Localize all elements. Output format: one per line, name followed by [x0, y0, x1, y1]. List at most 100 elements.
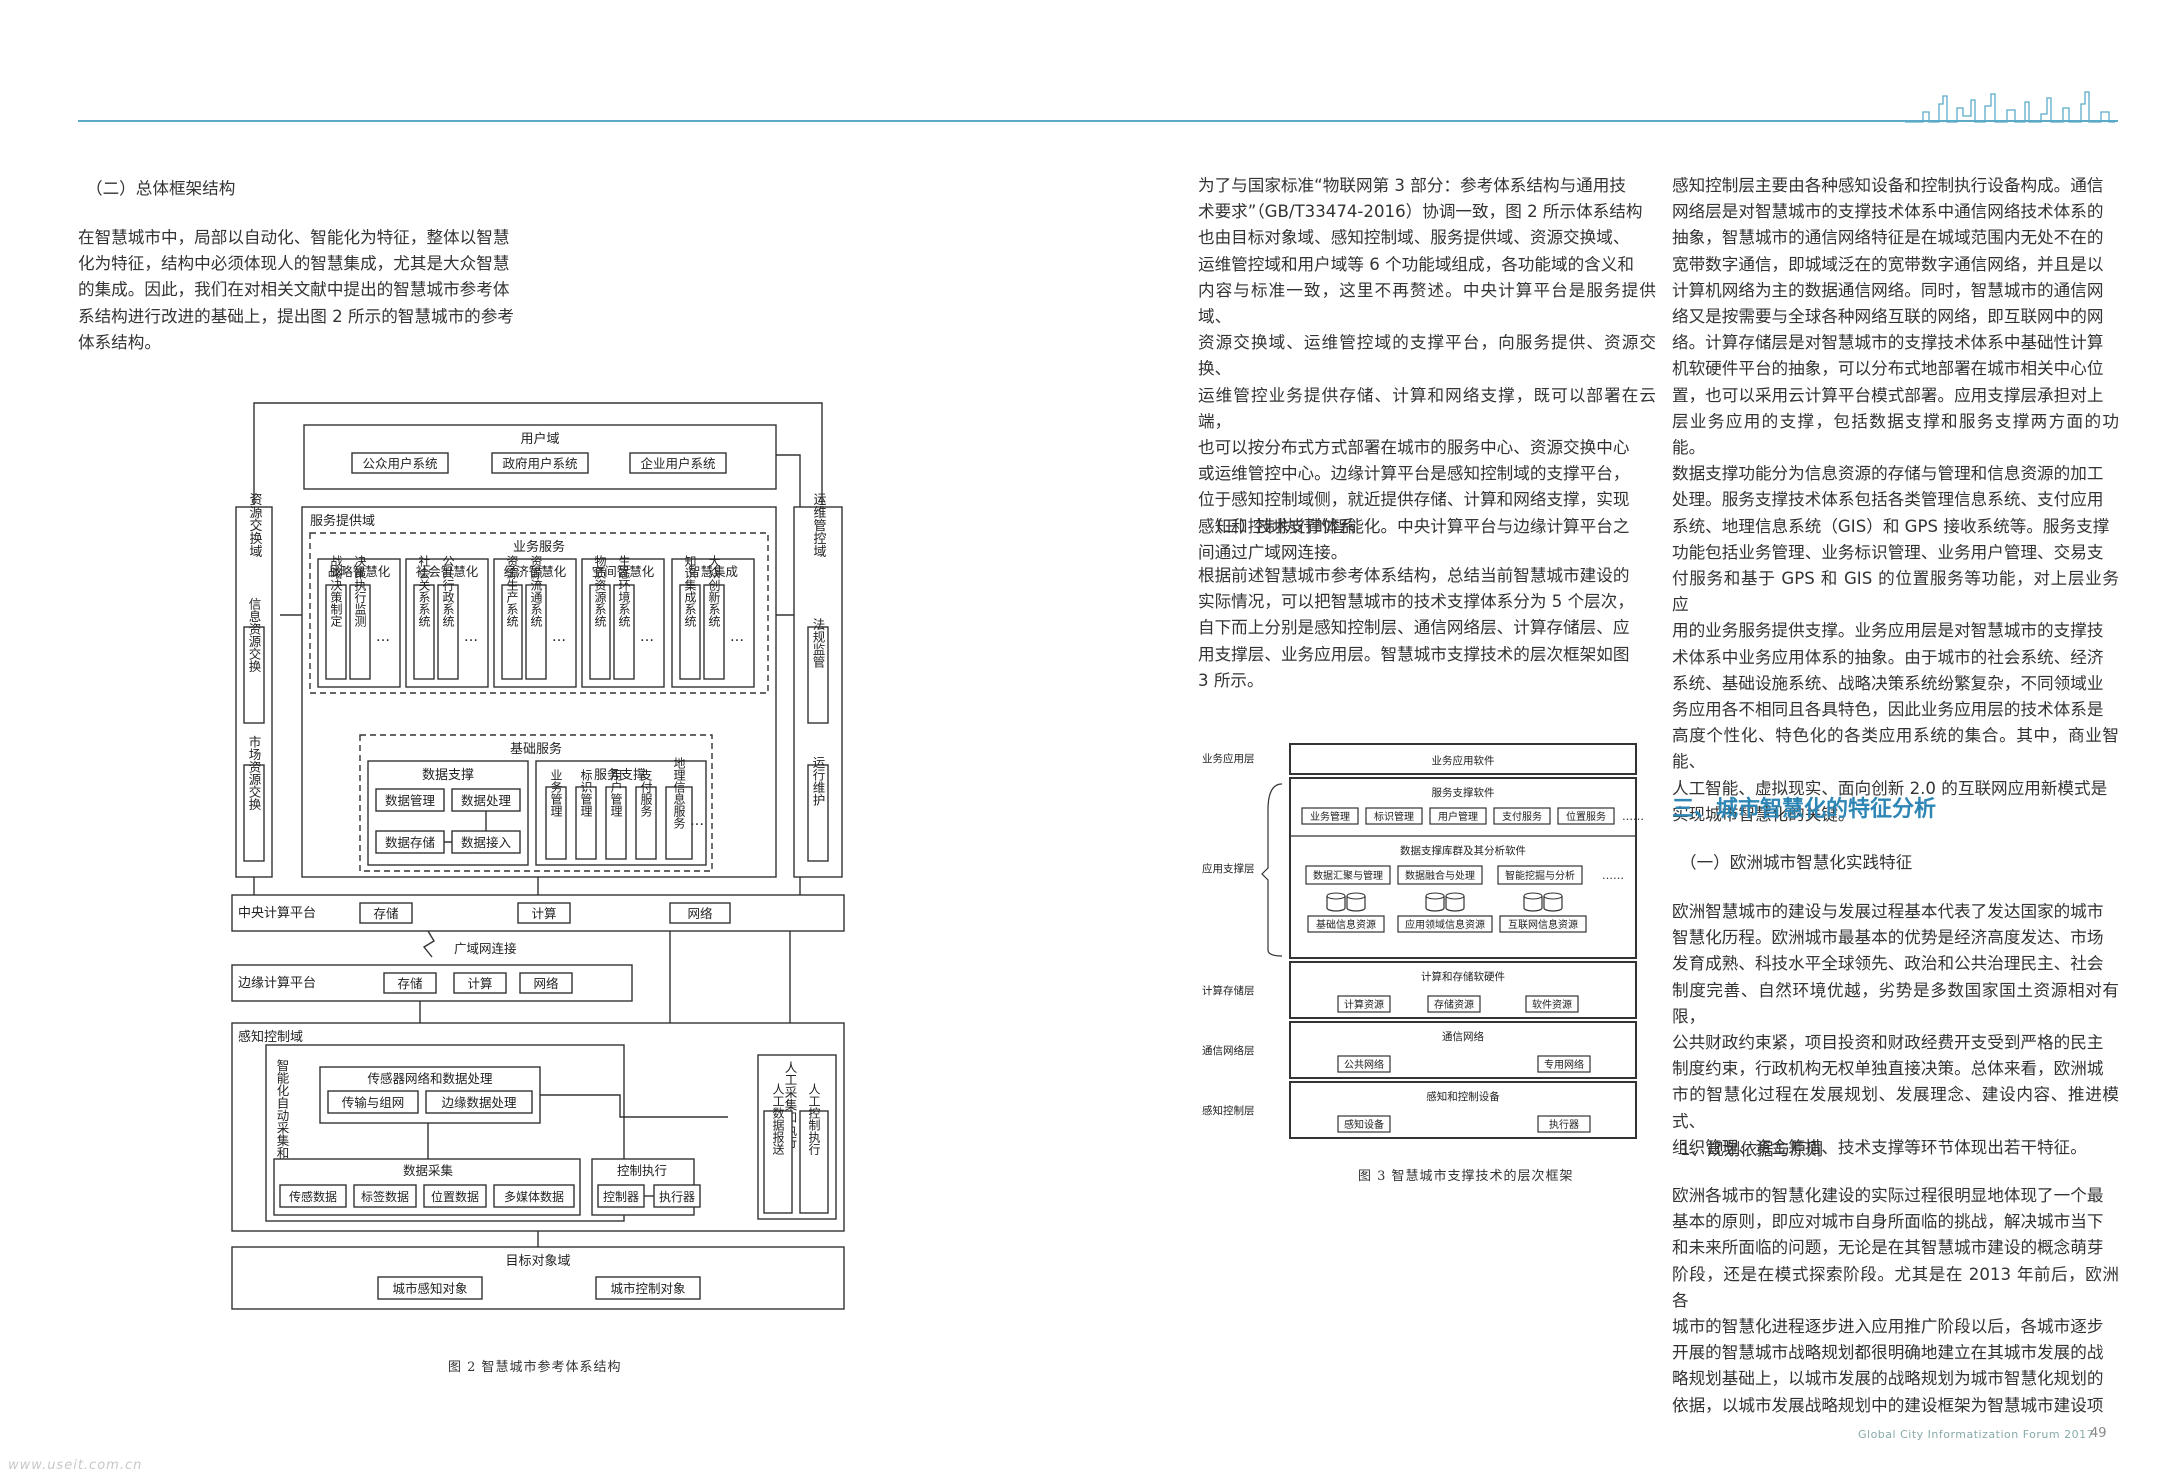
- service-domain-label: 服务提供域: [310, 513, 375, 529]
- biz-item: 大众创新系统: [707, 555, 721, 627]
- f3-resource-item: 应用领域信息资源: [1405, 918, 1485, 931]
- f3-data-item: 智能挖掘与分析: [1505, 869, 1575, 882]
- f3-data-item: 数据融合与处理: [1405, 869, 1475, 882]
- f3-service-item: 支付服务: [1502, 810, 1542, 823]
- layer-label-1: 业务应用层: [1202, 752, 1255, 765]
- f3-resource-item: 基础信息资源: [1316, 918, 1376, 931]
- collect-item: 位置数据: [431, 1189, 479, 1204]
- biz-group-title: 经济智慧化: [504, 564, 567, 579]
- f3-compute-item-box: [1337, 995, 1391, 1013]
- f3-compute-item-box: [1427, 995, 1481, 1013]
- data-item-1: 数据管理: [385, 793, 436, 808]
- f3-data-item-box: [1397, 865, 1483, 885]
- intro-paragraph: 在智慧城市中，局部以自动化、智能化为特征，整体以智慧 化为特征，结构中必须体现人…: [78, 228, 514, 352]
- f3-resource-item-box: [1307, 915, 1385, 933]
- control-item-2: 执行器: [659, 1190, 695, 1204]
- sensor-item-2: 边缘数据处理: [441, 1095, 517, 1110]
- biz-group-title: 战略智慧化: [328, 564, 391, 579]
- f3-service-item: 位置服务: [1566, 810, 1606, 823]
- f3-service-item: 业务管理: [1310, 810, 1350, 823]
- ellipsis: …: [690, 813, 704, 829]
- biz-item-box: [349, 584, 371, 680]
- edge-item-2: 计算: [467, 976, 492, 991]
- sense-item-1: 感知设备: [1344, 1118, 1384, 1131]
- biz-item-box: [679, 584, 701, 680]
- comm-item-1: 公共网络: [1344, 1058, 1384, 1071]
- service-item-box: [665, 786, 693, 860]
- right-paragraph-3: 欧洲各城市的智慧化建设的实际过程很明显地体现了一个最 基本的原则，即应对城市自身…: [1672, 1186, 2119, 1415]
- sub-heading-europe: （一）欧洲城市智慧化实践特征: [1680, 853, 1913, 872]
- page-number: 49: [2090, 1426, 2107, 1441]
- target-item-2: 城市控制对象: [610, 1281, 685, 1296]
- right-paragraph-1: 感知控制层主要由各种感知设备和控制执行设备构成。通信 网络层是对智慧城市的支撑技…: [1672, 176, 2119, 824]
- edge-item-1: 存储: [397, 976, 422, 991]
- f3-dots: ……: [1622, 810, 1644, 823]
- chapter-heading: 三、城市智慧化的特征分析: [1672, 797, 1937, 822]
- f3-service-item-box: [1493, 807, 1551, 825]
- f3-dots: ……: [1602, 869, 1624, 882]
- user-domain-label: 用户域: [520, 431, 559, 447]
- collect-item: 传感数据: [289, 1189, 337, 1204]
- figure2-caption: 图 2 智慧城市参考体系结构: [448, 1360, 622, 1375]
- sense-control: 感知和控制设备: [1426, 1090, 1500, 1103]
- biz-item-box: [703, 584, 725, 680]
- f3-data-item: 数据汇聚与管理: [1313, 869, 1383, 882]
- figure3-tech-layers: 业务应用层 应用支撑层 计算存储层 通信网络层 感知控制层 业务应用软件 服务支…: [1202, 743, 1644, 1139]
- database-icon: [1523, 892, 1543, 900]
- ellipsis: …: [640, 629, 654, 645]
- database-icon: [1346, 892, 1366, 900]
- data-item-2: 数据处理: [461, 793, 512, 808]
- watermark: www.useit.com.cn: [8, 1458, 143, 1473]
- database-icon: [1425, 892, 1445, 900]
- service-item-box: [605, 786, 627, 860]
- database-icon: [1326, 892, 1346, 900]
- collect-item-box: [493, 1184, 575, 1208]
- data-collect-label: 数据采集: [403, 1163, 454, 1178]
- user-system-3: 企业用户系统: [640, 456, 715, 471]
- middle-paragraph-2: 根据前述智慧城市参考体系结构，总结当前智慧城市建设的 实际情况，可以把智慧城市的…: [1198, 566, 1634, 690]
- wan-label: 广域网连接: [454, 941, 517, 956]
- f3-data-item-box: [1305, 865, 1391, 885]
- resource-exchange-label: 资源交换域: [247, 493, 263, 558]
- service-item-box: [575, 786, 597, 860]
- data-support-label: 数据支撑: [422, 768, 474, 783]
- f3-service-item: 标识管理: [1374, 810, 1414, 823]
- ops-item-1: 法规监管: [811, 618, 826, 669]
- f3-service-item: 用户管理: [1438, 810, 1478, 823]
- ellipsis: …: [464, 629, 478, 645]
- service-support-label: 服务支撑: [594, 767, 646, 783]
- target-domain-label: 目标对象域: [505, 1254, 570, 1269]
- control-exec-label: 控制执行: [617, 1163, 667, 1178]
- collect-item-box: [353, 1184, 417, 1208]
- resource-item-2: 市场资源交换: [247, 735, 262, 811]
- data-item-3: 数据存储: [385, 835, 435, 850]
- f3-service-item-box: [1301, 807, 1359, 825]
- biz-item: 知识集成系统: [683, 555, 697, 627]
- layer-label-2: 应用支撑层: [1202, 862, 1255, 875]
- biz-app-software: 业务应用软件: [1432, 754, 1495, 767]
- manual-item-2: 人工控制执行: [807, 1083, 821, 1155]
- layer-label-5: 感知控制层: [1202, 1104, 1255, 1117]
- sensing-domain-label: 感知控制域: [238, 1029, 303, 1045]
- f3-service-item-box: [1557, 807, 1615, 825]
- biz-item: 资源生产系统: [505, 555, 519, 627]
- central-item-3: 网络: [687, 906, 713, 921]
- central-item-2: 计算: [531, 906, 556, 921]
- figure3-caption: 图 3 智慧城市支撑技术的层次框架: [1358, 1169, 1574, 1184]
- f3-data-item-box: [1497, 865, 1583, 885]
- section-title-tech-support: （三）技术支撑体系: [1206, 517, 1356, 536]
- biz-item-box: [525, 584, 547, 680]
- biz-item-box: [501, 584, 523, 680]
- manual-item-1: 人工数据报送: [771, 1083, 785, 1156]
- ops-domain-label: 运维管控域: [811, 493, 827, 558]
- f3-compute-item: 软件资源: [1532, 998, 1572, 1011]
- biz-item-box: [437, 584, 459, 680]
- central-item-1: 存储: [373, 906, 398, 921]
- ellipsis: …: [376, 629, 390, 645]
- sensor-item-1: 传输与组网: [342, 1095, 405, 1110]
- service-item: 用户管理: [609, 769, 623, 817]
- layer-label-4: 通信网络层: [1202, 1044, 1255, 1057]
- collect-item: 标签数据: [361, 1189, 409, 1204]
- f3-resource-item-box: [1397, 915, 1493, 933]
- layer-label-3: 计算存储层: [1202, 984, 1255, 997]
